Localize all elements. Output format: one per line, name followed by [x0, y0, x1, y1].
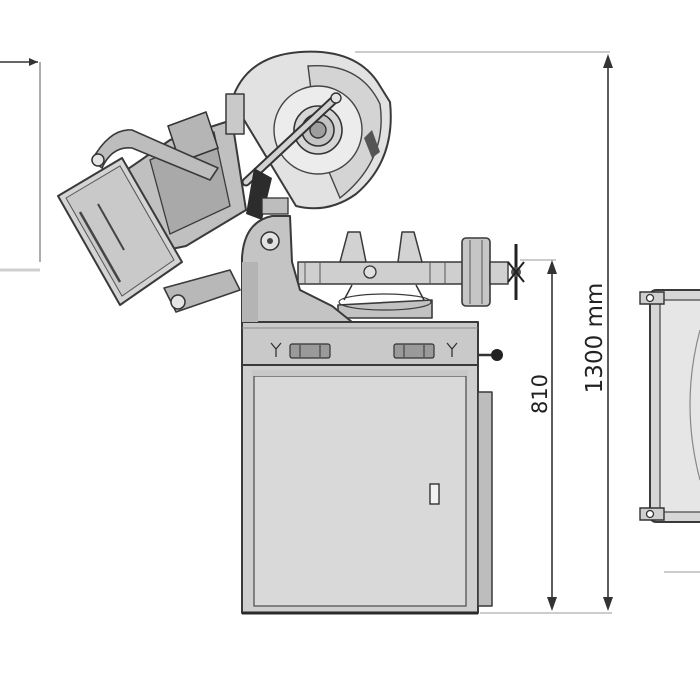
left-partial-dimension [0, 58, 41, 272]
lever-knob [491, 349, 503, 361]
total-height-label: 1300 mm [582, 283, 608, 394]
blade-arrow-icon [364, 130, 380, 158]
vise-handwheel [461, 237, 491, 307]
rotating-base [337, 293, 433, 319]
operator-handle [246, 168, 272, 220]
table-slot-right [393, 343, 435, 359]
motor-vent-slot [97, 203, 125, 251]
table-slot-left [289, 343, 331, 359]
top-view-partial [639, 289, 700, 573]
motor-assembly [57, 111, 247, 313]
dimension-vise-height: 810 [520, 259, 557, 611]
work-table [241, 321, 503, 366]
machine-stand [241, 364, 493, 615]
motor-vent-slot [78, 211, 122, 283]
vise-height-label: 810 [528, 374, 552, 414]
cold-saw-machine [57, 50, 525, 615]
vise-assembly [297, 231, 525, 307]
cabinet-handle [429, 483, 440, 505]
dimension-total-height: 1300 mm [355, 51, 613, 614]
blade-guard [225, 50, 392, 220]
saw-column [241, 215, 353, 323]
